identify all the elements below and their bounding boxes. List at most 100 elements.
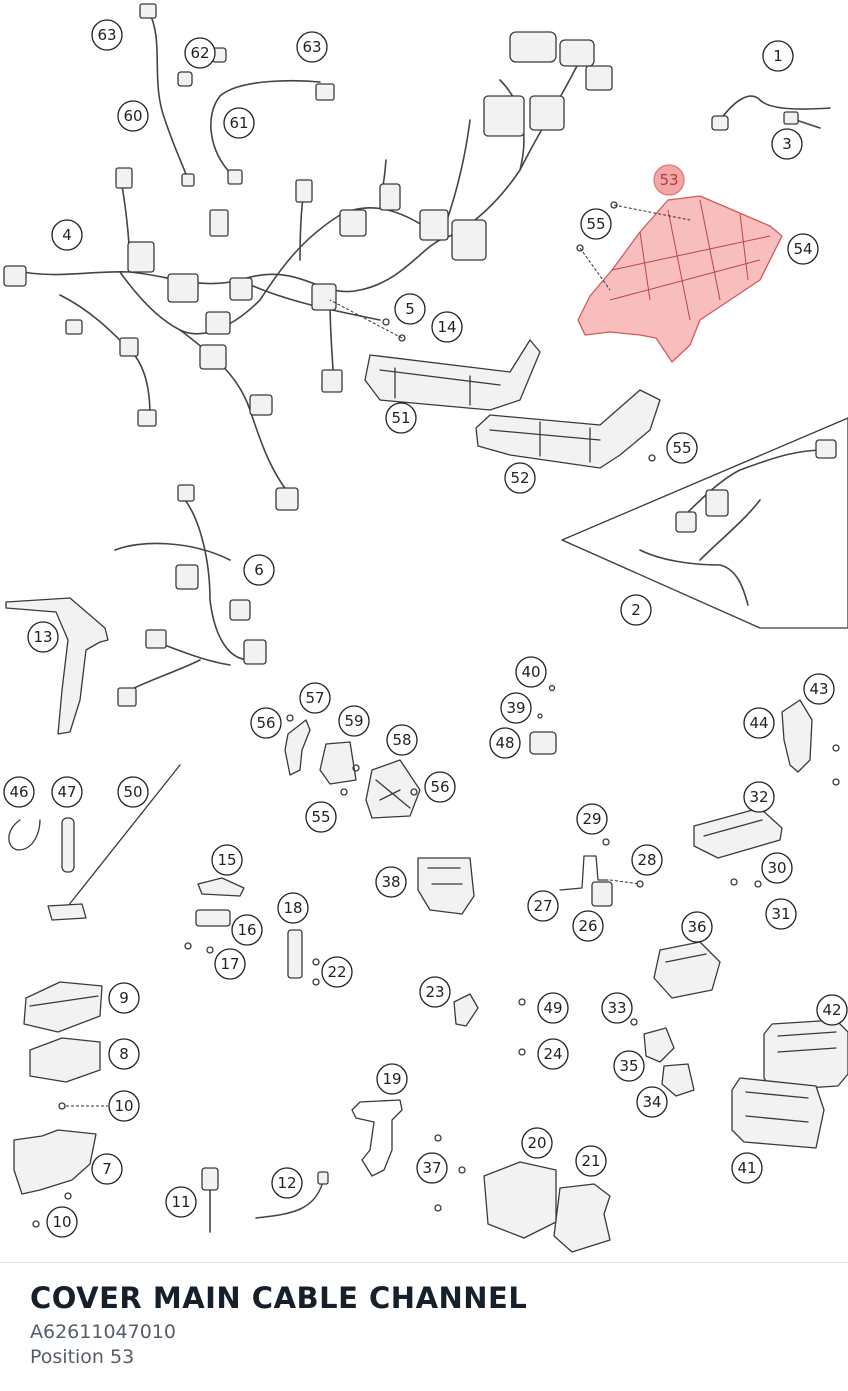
part-title: COVER MAIN CABLE CHANNEL xyxy=(30,1281,528,1315)
svg-text:24: 24 xyxy=(543,1045,562,1063)
callout-28[interactable]: 28 xyxy=(631,844,663,876)
callout-52[interactable]: 52 xyxy=(504,462,536,494)
callout-44[interactable]: 44 xyxy=(743,707,775,739)
callout-16[interactable]: 16 xyxy=(231,914,263,946)
svg-text:56: 56 xyxy=(430,778,449,796)
connector-34 xyxy=(661,1063,695,1097)
callout-18[interactable]: 18 xyxy=(277,892,309,924)
callout-32[interactable]: 32 xyxy=(743,781,775,813)
callout-10b[interactable]: 10 xyxy=(46,1206,78,1238)
screws xyxy=(32,201,840,1228)
callout-48[interactable]: 48 xyxy=(489,727,521,759)
callout-42[interactable]: 42 xyxy=(816,994,848,1026)
callout-9[interactable]: 9 xyxy=(108,982,140,1014)
bracket-19 xyxy=(351,1099,403,1177)
callout-29[interactable]: 29 xyxy=(576,803,608,835)
callout-11[interactable]: 11 xyxy=(165,1186,197,1218)
callout-62[interactable]: 62 xyxy=(184,37,216,69)
control-unit-36 xyxy=(653,941,721,999)
holder-23 xyxy=(453,993,479,1027)
callout-6[interactable]: 6 xyxy=(243,554,275,586)
callout-24[interactable]: 24 xyxy=(537,1038,569,1070)
callout-1[interactable]: 1 xyxy=(762,40,794,72)
callout-39[interactable]: 39 xyxy=(500,692,532,724)
callout-59[interactable]: 59 xyxy=(338,705,370,737)
callout-4[interactable]: 4 xyxy=(51,219,83,251)
cable-channel-52 xyxy=(475,389,661,469)
callout-63a[interactable]: 63 xyxy=(91,19,123,51)
callout-3[interactable]: 3 xyxy=(771,128,803,160)
callout-57[interactable]: 57 xyxy=(299,682,331,714)
callout-47[interactable]: 47 xyxy=(51,776,83,808)
callout-31[interactable]: 31 xyxy=(765,898,797,930)
callout-14[interactable]: 14 xyxy=(431,311,463,343)
callout-54[interactable]: 54 xyxy=(787,233,819,265)
control-unit-20 xyxy=(483,1161,557,1239)
svg-text:52: 52 xyxy=(510,469,529,487)
callout-55b[interactable]: 55 xyxy=(666,432,698,464)
callout-56a[interactable]: 56 xyxy=(250,707,282,739)
callout-56b[interactable]: 56 xyxy=(424,771,456,803)
svg-text:19: 19 xyxy=(382,1070,401,1088)
callout-53-highlighted[interactable]: 53 xyxy=(653,164,685,196)
callout-7[interactable]: 7 xyxy=(91,1153,123,1185)
svg-text:12: 12 xyxy=(277,1174,296,1192)
svg-text:62: 62 xyxy=(190,44,209,62)
svg-text:38: 38 xyxy=(381,873,400,891)
callout-13[interactable]: 13 xyxy=(27,621,59,653)
callout-37[interactable]: 37 xyxy=(416,1152,448,1184)
svg-text:53: 53 xyxy=(659,171,678,189)
svg-text:34: 34 xyxy=(642,1093,661,1111)
callout-30[interactable]: 30 xyxy=(761,852,793,884)
callout-5[interactable]: 5 xyxy=(394,293,426,325)
callout-12[interactable]: 12 xyxy=(271,1167,303,1199)
callout-43[interactable]: 43 xyxy=(803,673,835,705)
callout-36[interactable]: 36 xyxy=(681,911,713,943)
callout-55c[interactable]: 55 xyxy=(305,801,337,833)
callout-21[interactable]: 21 xyxy=(575,1145,607,1177)
svg-text:14: 14 xyxy=(437,318,456,336)
callout-26[interactable]: 26 xyxy=(572,910,604,942)
control-unit-41 xyxy=(731,1077,825,1149)
callout-23[interactable]: 23 xyxy=(419,976,451,1008)
relay-26 xyxy=(591,881,613,907)
svg-text:59: 59 xyxy=(344,712,363,730)
callout-17[interactable]: 17 xyxy=(214,948,246,980)
callout-58[interactable]: 58 xyxy=(386,724,418,756)
callout-38[interactable]: 38 xyxy=(375,866,407,898)
svg-text:42: 42 xyxy=(822,1001,841,1019)
cable-tie-46 xyxy=(8,819,41,851)
callout-2[interactable]: 2 xyxy=(620,594,652,626)
callout-49[interactable]: 49 xyxy=(537,992,569,1024)
callout-22[interactable]: 22 xyxy=(321,956,353,988)
svg-text:39: 39 xyxy=(506,699,525,717)
callout-27[interactable]: 27 xyxy=(527,890,559,922)
callout-10a[interactable]: 10 xyxy=(108,1090,140,1122)
control-unit-8 xyxy=(29,1037,101,1083)
callout-55a[interactable]: 55 xyxy=(580,208,612,240)
callout-61[interactable]: 61 xyxy=(223,107,255,139)
callout-40[interactable]: 40 xyxy=(515,656,547,688)
callout-15[interactable]: 15 xyxy=(211,844,243,876)
callout-35[interactable]: 35 xyxy=(613,1050,645,1082)
callout-33[interactable]: 33 xyxy=(601,992,633,1024)
svg-text:55: 55 xyxy=(672,439,691,457)
callout-8[interactable]: 8 xyxy=(108,1038,140,1070)
harness-6 xyxy=(114,484,267,707)
svg-text:43: 43 xyxy=(809,680,828,698)
callout-51[interactable]: 51 xyxy=(385,402,417,434)
callout-41[interactable]: 41 xyxy=(731,1152,763,1184)
callout-19[interactable]: 19 xyxy=(376,1063,408,1095)
control-unit-38 xyxy=(417,857,475,915)
callout-46[interactable]: 46 xyxy=(3,776,35,808)
svg-text:40: 40 xyxy=(521,663,540,681)
callout-63b[interactable]: 63 xyxy=(296,31,328,63)
svg-text:63: 63 xyxy=(97,26,116,44)
callout-60[interactable]: 60 xyxy=(117,100,149,132)
svg-text:15: 15 xyxy=(217,851,236,869)
callout-20[interactable]: 20 xyxy=(521,1127,553,1159)
svg-text:35: 35 xyxy=(619,1057,638,1075)
callout-34[interactable]: 34 xyxy=(636,1086,668,1118)
svg-text:5: 5 xyxy=(405,300,415,318)
callout-50[interactable]: 50 xyxy=(117,776,149,808)
